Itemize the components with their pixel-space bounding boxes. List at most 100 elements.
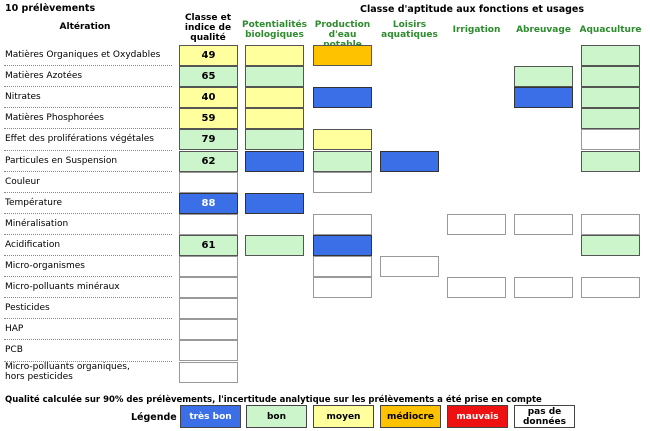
usage-header-line: Irrigation [452,25,501,35]
usage-cell [313,234,372,256]
legend-swatch: médiocre [380,405,441,428]
row-label-line: Minéralisation [5,218,69,229]
usage-cell [581,150,640,172]
usage-header-line: Aquaculture [579,25,642,35]
usage-header: Aquaculture [577,25,644,35]
usage-cell [514,213,573,235]
usage-cell [313,45,372,66]
quality-header: Classe et indice de qualité [177,13,239,43]
quality-cell [179,277,238,299]
usage-cell [581,234,640,256]
row-separator [4,233,172,235]
row-label: Couleur [5,177,40,187]
legend-swatch: mauvais [447,405,508,428]
row-separator [4,191,172,193]
sample-count: 10 prélèvements [5,3,96,14]
row-label: Micro-polluants organiques,hors pesticid… [5,362,130,382]
usage-cell [581,87,640,109]
usage-header-line: Loisirs [392,20,427,30]
row-label: Micro-organismes [5,261,85,271]
usage-class-title: Classe d'aptitude aux fonctions et usage… [360,4,585,15]
legend-label-line: médiocre [386,411,435,422]
row-separator [4,86,172,88]
usage-cell [447,213,506,235]
row-label-line: Effet des proliférations végétales [5,134,154,145]
usage-cell [245,87,304,109]
row-separator [4,339,172,341]
row-label-line: Pesticides [5,303,50,314]
usage-header-line: biologiques [245,30,304,40]
legend-label-line: pas de [527,406,562,417]
row-label: Matières Phosphorées [5,113,104,123]
row-label: PCB [5,345,23,355]
usage-cell [581,129,640,151]
row-label-line: Acidification [5,239,61,250]
row-label-line: Micro-organismes [5,261,85,271]
usage-cell [581,108,640,130]
row-label: Matières Azotées [5,71,82,81]
legend-label-line: moyen [326,411,361,422]
row-label-line: Température [5,197,63,208]
usage-header-line: Potentialités [242,20,307,30]
legend-swatch: très bon [180,405,241,428]
row-label-line: Micro-polluants minéraux [5,282,120,293]
row-label: Acidification [5,240,60,250]
row-separator [4,149,172,151]
usage-cell [313,171,372,193]
usage-cell [313,213,372,235]
row-label: Nitrates [5,92,41,102]
row-label-line: Matières Phosphorées [5,113,104,124]
usage-cell [514,277,573,299]
row-label: HAP [5,324,23,334]
row-label-line: Matières Azotées [5,71,83,82]
row-separator [4,212,172,214]
quality-cell [179,213,238,235]
row-label: Température [5,198,62,208]
quality-cell: 65 [179,66,238,88]
usage-header-line: Production [314,20,371,30]
row-label-line: Nitrates [5,92,41,103]
quality-cell [179,298,238,320]
legend-label-line: données [522,416,566,427]
row-separator [4,107,172,109]
row-label: Pesticides [5,303,50,313]
legend-label: bon [267,412,286,422]
row-label: Micro-polluants minéraux [5,282,120,292]
row-separator [4,318,172,320]
row-label-line: Particules en Suspension [5,155,118,166]
row-label: Effet des proliférations végétales [5,134,154,144]
row-separator [4,276,172,278]
quality-header-line: indice de [184,23,232,33]
usage-cell [514,66,573,88]
quality-cell [179,171,238,193]
row-label-line: HAP [5,324,24,335]
legend-swatch: bon [246,405,307,428]
quality-cell: 88 [179,192,238,214]
usage-cell [245,192,304,214]
usage-cell [245,234,304,256]
quality-cell [179,256,238,277]
usage-cell [581,66,640,88]
usage-cell [581,213,640,235]
row-label-line: hors pesticides [5,371,73,382]
legend-label-line: bon [266,411,287,422]
usage-cell [245,108,304,130]
usage-cell [313,256,372,277]
quality-cell: 59 [179,108,238,130]
quality-cell: 61 [179,234,238,256]
usage-header-line: aquatiques [381,30,438,40]
quality-cell: 49 [179,45,238,66]
quality-cell: 79 [179,129,238,151]
alteration-header: Altération [59,22,111,32]
usage-header: Irrigation [443,25,510,35]
quality-note: Qualité calculée sur 90% des prélèvement… [5,395,542,405]
row-separator [4,170,172,172]
row-separator [4,297,172,299]
legend-label-line: très bon [189,411,232,422]
quality-cell: 40 [179,87,238,109]
usage-cell [313,87,372,109]
